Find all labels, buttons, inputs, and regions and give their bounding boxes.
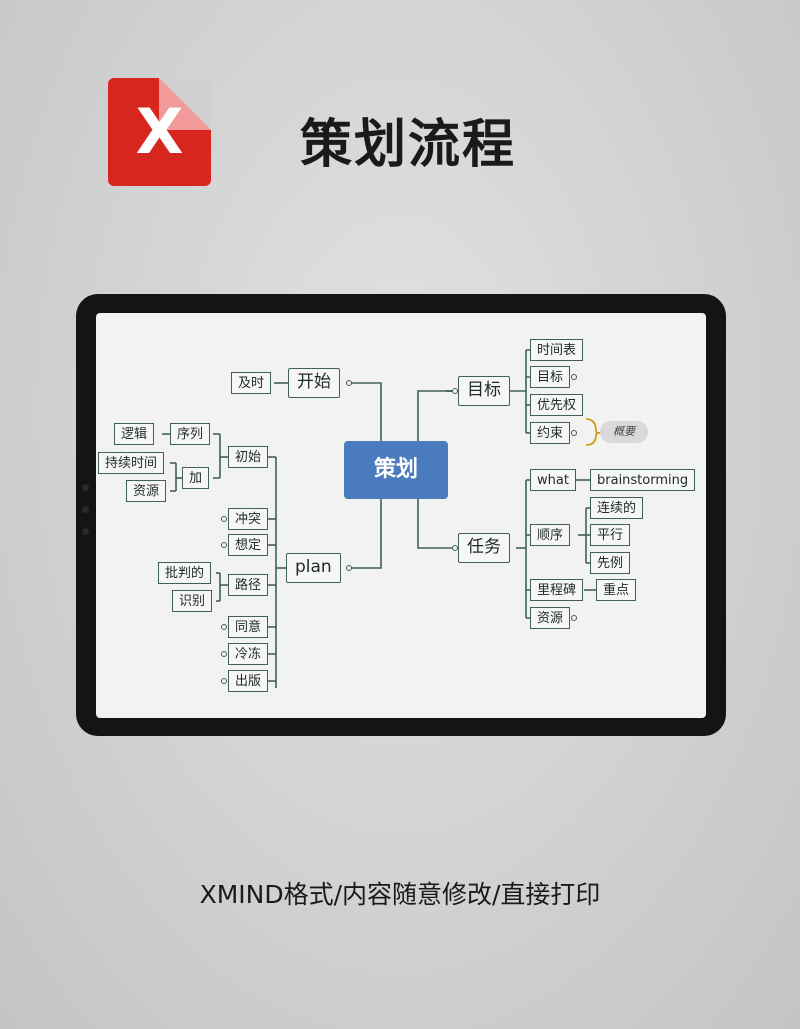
camera-dot-icon bbox=[82, 528, 89, 535]
topic-freeze[interactable]: 冷冻 bbox=[228, 643, 269, 665]
topic-task[interactable]: 任务 bbox=[458, 533, 510, 563]
topic-brainstorming[interactable]: brainstorming bbox=[590, 469, 696, 491]
topic-resource-right[interactable]: 资源 bbox=[530, 607, 571, 629]
topic-logic[interactable]: 逻辑 bbox=[114, 423, 155, 445]
topic-priority[interactable]: 优先权 bbox=[530, 394, 584, 416]
topic-timely[interactable]: 及时 bbox=[231, 372, 272, 394]
logo-letter: X bbox=[135, 95, 184, 168]
topic-sequence[interactable]: 序列 bbox=[170, 423, 211, 445]
topic-idea[interactable]: 想定 bbox=[228, 534, 269, 556]
topic-critical[interactable]: 批判的 bbox=[158, 562, 212, 584]
root-topic[interactable]: 策划 bbox=[344, 441, 448, 499]
camera-dot-icon bbox=[82, 484, 89, 491]
topic-schedule[interactable]: 时间表 bbox=[530, 339, 584, 361]
topic-duration[interactable]: 持续时间 bbox=[98, 452, 165, 474]
topic-add[interactable]: 加 bbox=[182, 467, 210, 489]
topic-publish[interactable]: 出版 bbox=[228, 670, 269, 692]
page-fold-icon bbox=[159, 78, 211, 130]
topic-target[interactable]: 目标 bbox=[530, 366, 571, 388]
topic-parallel[interactable]: 平行 bbox=[590, 524, 631, 546]
topic-milestone[interactable]: 里程碑 bbox=[530, 579, 584, 601]
topic-constraint[interactable]: 约束 bbox=[530, 422, 571, 444]
topic-agree[interactable]: 同意 bbox=[228, 616, 269, 638]
topic-plan[interactable]: plan bbox=[286, 553, 341, 583]
topic-what[interactable]: what bbox=[530, 469, 576, 491]
camera-dot-icon bbox=[82, 506, 89, 513]
page-title: 策划流程 bbox=[300, 115, 517, 175]
topic-resource-left[interactable]: 资源 bbox=[126, 480, 167, 502]
topic-goal[interactable]: 目标 bbox=[458, 376, 510, 406]
xmind-logo-icon: X bbox=[108, 78, 211, 186]
topic-conflict[interactable]: 冲突 bbox=[228, 508, 269, 530]
topic-precedent[interactable]: 先例 bbox=[590, 552, 631, 574]
topic-start[interactable]: 开始 bbox=[288, 368, 340, 398]
topic-order[interactable]: 顺序 bbox=[530, 524, 571, 546]
topic-key[interactable]: 重点 bbox=[596, 579, 637, 601]
topic-path[interactable]: 路径 bbox=[228, 574, 269, 596]
summary-label[interactable]: 概要 bbox=[600, 421, 648, 443]
topic-initial[interactable]: 初始 bbox=[228, 446, 269, 468]
topic-continuous[interactable]: 连续的 bbox=[590, 497, 644, 519]
footer-caption: XMIND格式/内容随意修改/直接打印 bbox=[199, 880, 601, 909]
topic-identify[interactable]: 识别 bbox=[172, 590, 213, 612]
mindmap-canvas: 策划 开始 及时 plan 初始 序列 逻辑 加 持续时间 资源 冲突 想定 路… bbox=[96, 313, 706, 718]
